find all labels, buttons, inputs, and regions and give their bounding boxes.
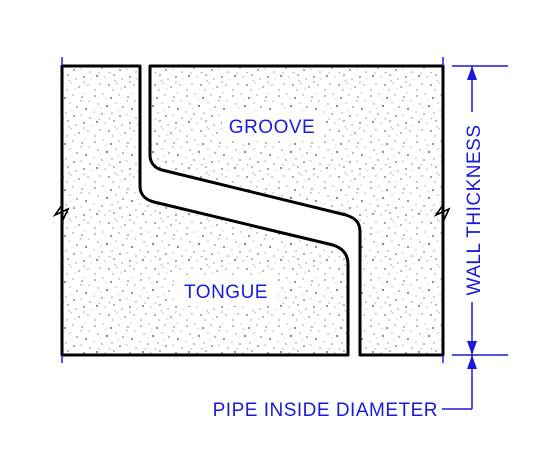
arrow-bottom [467,341,477,355]
groove-label-bg [222,111,322,141]
wall-thickness-label: WALL THICKNESS [464,124,485,295]
tongue-label-bg [174,276,278,306]
break-symbol-right [433,180,451,246]
pipe-inside-diameter-label: PIPE INSIDE DIAMETER [213,400,438,421]
arrow-pipe [467,355,477,369]
groove-label: GROOVE [229,117,315,138]
break-symbol-left [52,180,70,246]
tongue-label: TONGUE [184,282,268,303]
arrow-top [467,66,477,80]
